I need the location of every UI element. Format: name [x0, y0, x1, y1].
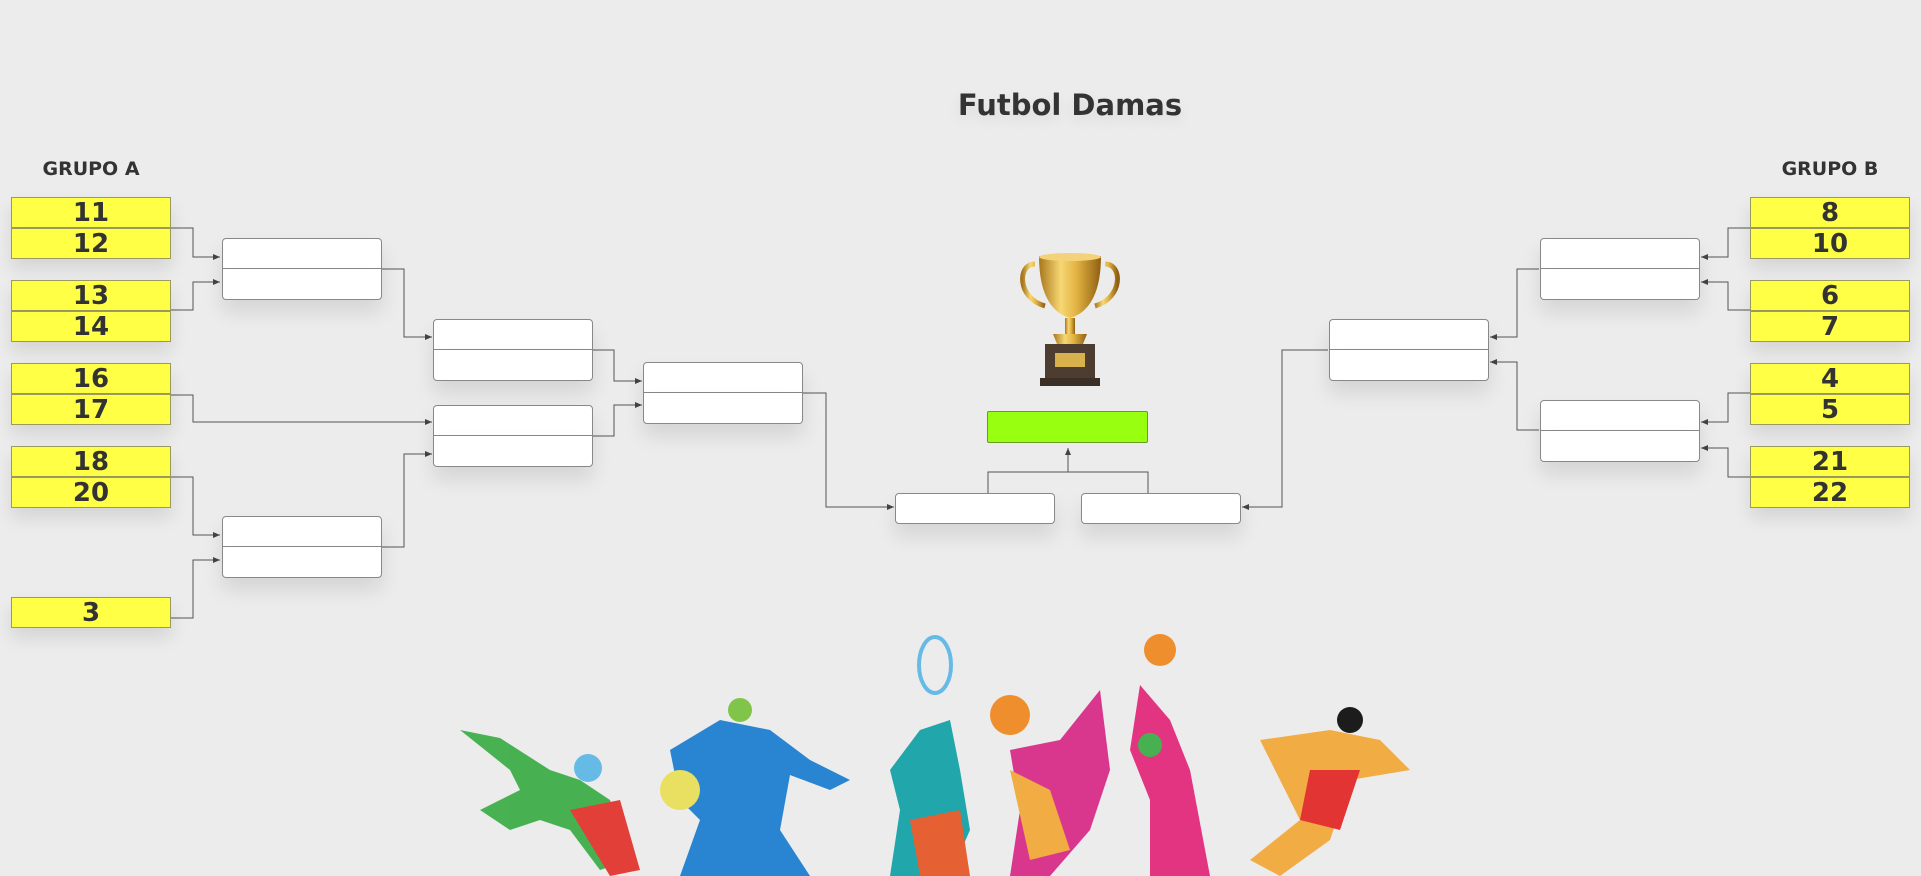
seed-group-b: 10: [1750, 228, 1910, 259]
seed-group-a: 11: [11, 197, 171, 228]
match-slot-a1-bottom[interactable]: [222, 269, 382, 300]
seed-group-a: 14: [11, 311, 171, 342]
seed-group-a: 16: [11, 363, 171, 394]
seed-group-b: 5: [1750, 394, 1910, 425]
match-slot-b2-top[interactable]: [1540, 400, 1700, 431]
semifinal-b-top[interactable]: [1329, 319, 1489, 350]
seed-group-a: 13: [11, 280, 171, 311]
seed-group-b: 7: [1750, 311, 1910, 342]
match-slot-b1-bottom[interactable]: [1540, 269, 1700, 300]
final-slot-right[interactable]: [1081, 493, 1241, 524]
semifinal-a-top[interactable]: [643, 362, 803, 393]
seed-group-a: 17: [11, 394, 171, 425]
seed-group-b: 8: [1750, 197, 1910, 228]
seed-group-b: 6: [1750, 280, 1910, 311]
athletes-silhouettes-illustration: [460, 634, 1410, 876]
seed-group-b: 22: [1750, 477, 1910, 508]
semifinal-a-bottom[interactable]: [643, 393, 803, 424]
match-slot-a4-bottom[interactable]: [433, 436, 593, 467]
semifinal-b-bottom[interactable]: [1329, 350, 1489, 381]
seed-group-a: 12: [11, 228, 171, 259]
trophy-icon: [1020, 253, 1120, 386]
group-b-label: GRUPO B: [1781, 158, 1879, 180]
match-slot-a2-bottom[interactable]: [222, 547, 382, 578]
seed-group-a: 3: [11, 597, 171, 628]
match-slot-b1-top[interactable]: [1540, 238, 1700, 269]
match-slot-a1-top[interactable]: [222, 238, 382, 269]
match-slot-a3-top[interactable]: [433, 319, 593, 350]
match-slot-b2-bottom[interactable]: [1540, 431, 1700, 462]
champion-box[interactable]: [987, 411, 1148, 443]
match-slot-a2-top[interactable]: [222, 516, 382, 547]
seed-group-b: 21: [1750, 446, 1910, 477]
match-slot-a4-top[interactable]: [433, 405, 593, 436]
seed-group-a: 18: [11, 446, 171, 477]
match-slot-a3-bottom[interactable]: [433, 350, 593, 381]
seed-group-a: 20: [11, 477, 171, 508]
group-a-label: GRUPO A: [42, 158, 140, 180]
final-slot-left[interactable]: [895, 493, 1055, 524]
seed-group-b: 4: [1750, 363, 1910, 394]
bracket-title: Futbol Damas: [957, 88, 1183, 122]
